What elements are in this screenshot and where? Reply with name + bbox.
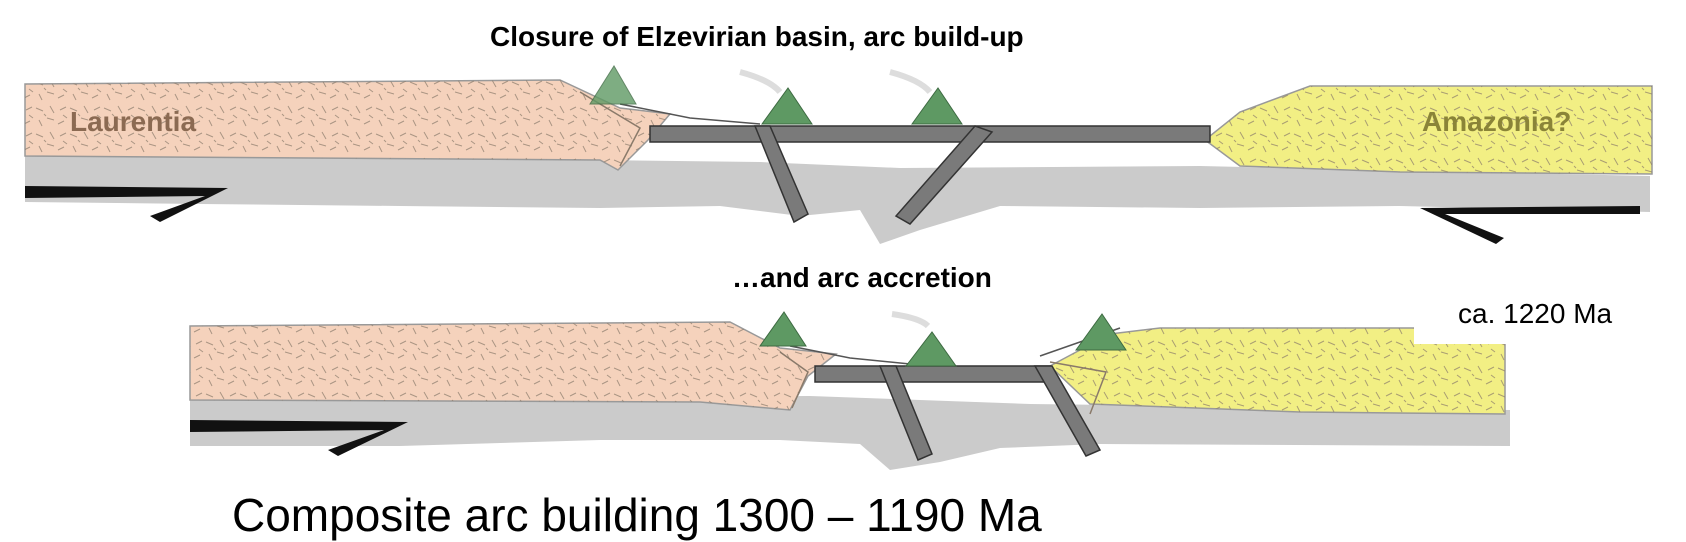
oceanic-plate-bottom: [814, 365, 1102, 461]
oceanic-plate-top: [649, 125, 1211, 225]
section-top: [24, 65, 1653, 244]
ridge-sketch: [891, 311, 931, 329]
label-amazonia: Amazonia?: [1422, 106, 1572, 137]
arrow-right-icon: [25, 186, 228, 222]
mantle-bottom: [190, 396, 1510, 470]
label-laurentia: Laurentia: [70, 106, 197, 137]
arrow-left-icon: [1420, 206, 1640, 244]
section-bottom: [189, 311, 1510, 470]
arrow-right-icon: [190, 420, 408, 456]
caption: Composite arc building 1300 – 1190 Ma: [232, 489, 1042, 541]
volcano-icon: [759, 311, 1127, 367]
ridge-sketch: [739, 69, 783, 95]
volcano-icon: [589, 65, 963, 125]
age-label: ca. 1220 Ma: [1458, 298, 1613, 329]
title-top: Closure of Elzevirian basin, arc build-u…: [490, 21, 1024, 52]
ridge-sketch: [889, 69, 933, 95]
tectonic-cross-sections: [24, 65, 1653, 470]
mantle-top: [25, 154, 1650, 244]
title-bottom: …and arc accretion: [732, 262, 992, 293]
age-box: [1414, 286, 1676, 344]
